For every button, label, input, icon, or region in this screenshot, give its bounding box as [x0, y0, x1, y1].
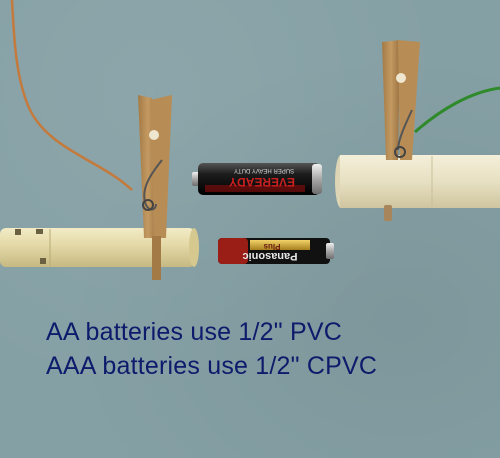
left-clothespin [138, 95, 172, 280]
green-wire [414, 86, 500, 134]
aa-battery-small-text: SUPER HEAVY DUTY [234, 167, 294, 173]
aa-battery: SUPER HEAVY DUTY EVEREADY [192, 163, 322, 195]
cpvc-pipe [0, 228, 199, 267]
caption-aaa-line: AAA batteries use 1/2" CPVC [46, 352, 378, 380]
copper-wire [10, 0, 133, 191]
right-clothespin [382, 40, 420, 160]
caption-aa-line: AA batteries use 1/2" PVC [46, 318, 342, 346]
aaa-battery-brand: Panasonic [242, 250, 297, 262]
pvc-pipe [335, 155, 500, 221]
aaa-battery-small-text: Plus [263, 242, 280, 251]
aa-battery-brand: EVEREADY [229, 175, 295, 189]
aaa-battery: Plus Panasonic [218, 238, 334, 264]
